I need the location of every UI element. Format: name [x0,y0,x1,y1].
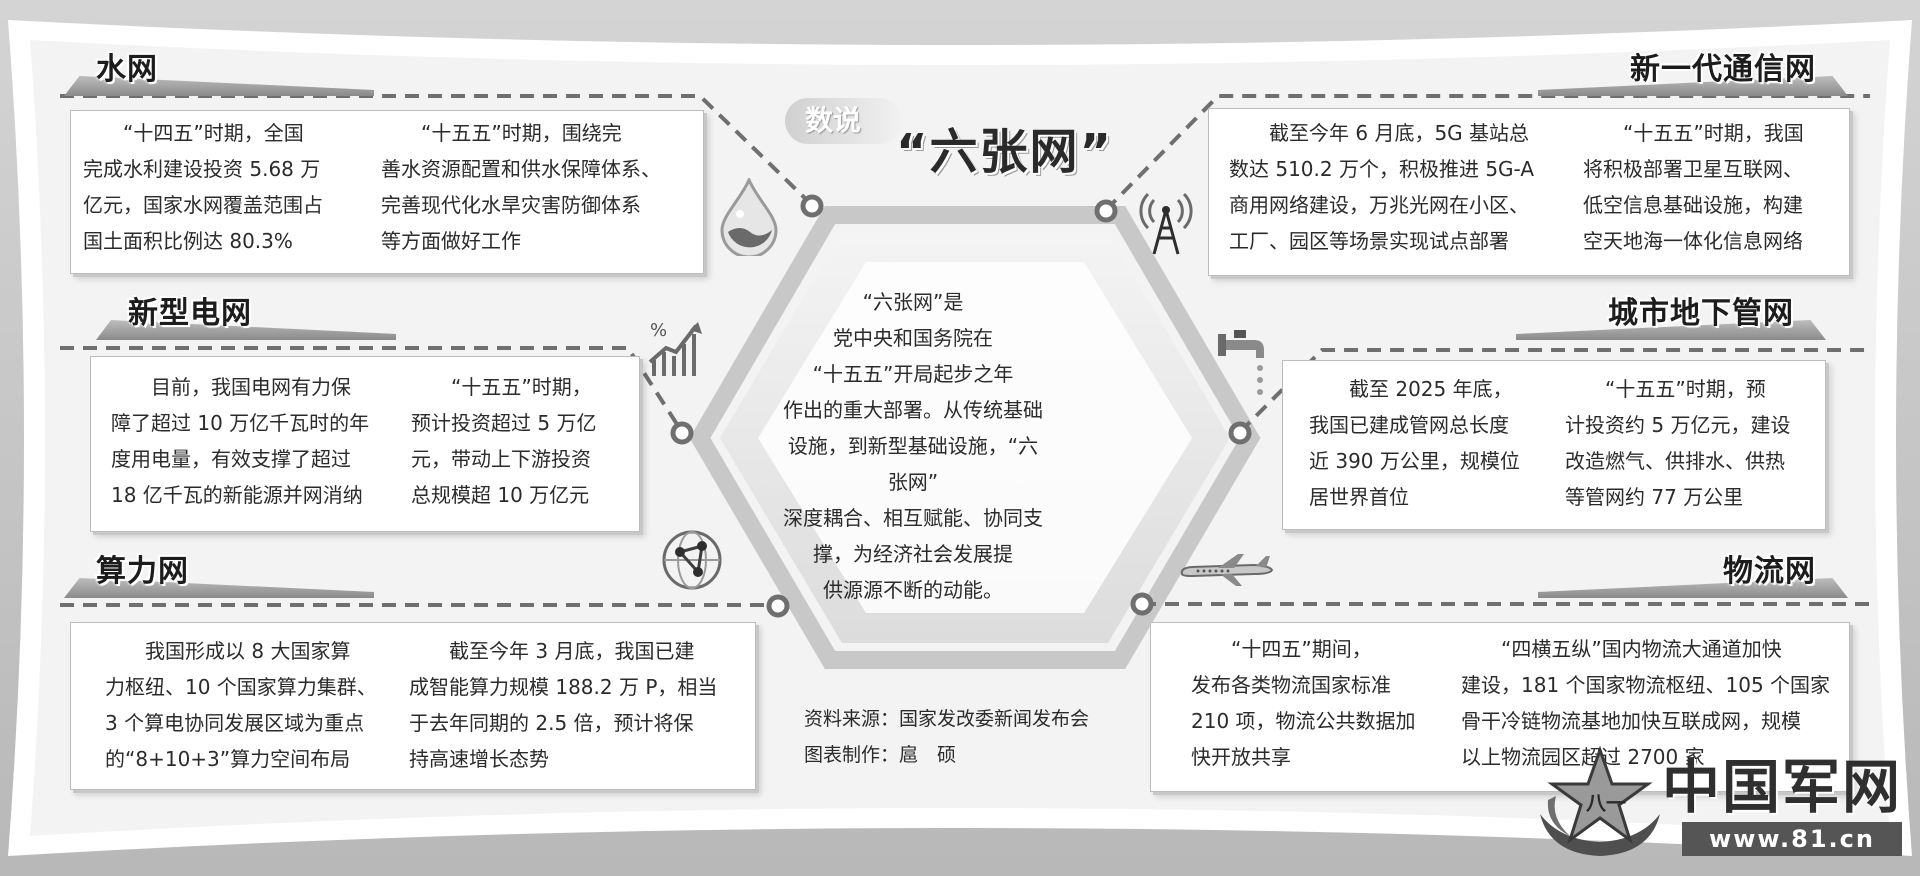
compute-right-text: 截至今年 3 月底，我国已建成智能算力规模 188.2 万 P，相当 于去年同期… [409,639,718,771]
ribbon-compute: 算力网 [64,546,374,598]
title-prefix: 数说 [785,98,903,144]
site-logo-icon: 八一 [1540,745,1660,856]
pipes-left-text: 截至 2025 年底，我国已建成管网总长度 近 390 万公里，规模位居世界首位 [1309,377,1520,509]
panel-water: “十四五”时期，全国完成水利建设投资 5.68 万 亿元，国家水网覆盖范围占国土… [70,110,704,274]
heading-logistics: 物流网 [1723,554,1816,589]
telecom-left-text: 截至今年 6 月底，5G 基站总数达 510.2 万个，积极推进 5G-A 商用… [1229,121,1535,253]
watermark-url: www.81.cn [1682,822,1902,856]
heading-grid: 新型电网 [128,296,252,331]
svg-text:%: % [650,320,667,341]
credit-line: 图表制作：扈 硕 [804,744,957,766]
airplane-icon [1180,554,1274,586]
ribbon-water: 水网 [64,44,374,96]
heading-telecom: 新一代通信网 [1630,52,1816,87]
logistics-left-text: “十四五”期间，发布各类物流国家标准 210 项，物流公共数据加快开放共享 [1191,637,1416,769]
source-line: 资料来源：国家发改委新闻发布会 [804,708,1090,730]
grid-right-text: “十五五”时期，预计投资超过 5 万亿 元，带动上下游投资总规模超 10 万亿元 [411,375,597,507]
heading-pipes: 城市地下管网 [1608,296,1794,331]
ribbon-pipes: 城市地下管网 [1516,288,1826,340]
panel-pipes: 截至 2025 年底，我国已建成管网总长度 近 390 万公里，规模位居世界首位… [1282,360,1826,530]
water-drop-icon [720,178,778,256]
panel-compute: 我国形成以 8 大国家算力枢纽、10 个国家算力集群、 3 个算电协同发展区域为… [70,622,756,790]
source-credit: 资料来源：国家发改委新闻发布会 图表制作：扈 硕 [804,701,1089,773]
network-globe-icon [662,530,722,590]
growth-chart-icon: % [648,320,702,376]
panel-telecom: 截至今年 6 月底，5G 基站总数达 510.2 万个，积极推进 5G-A 商用… [1208,108,1850,276]
water-tap-icon [1218,330,1264,395]
ribbon-telecom: 新一代通信网 [1538,44,1848,96]
compute-left-text: 我国形成以 8 大国家算力枢纽、10 个国家算力集群、 3 个算电协同发展区域为… [105,639,377,771]
svg-text:八一: 八一 [1586,791,1626,815]
ribbon-logistics: 物流网 [1538,546,1848,598]
logistics-right-text: “四横五纵”国内物流大通道加快建设，181 个国家物流枢纽、105 个国家 骨干… [1461,637,1831,769]
heading-water: 水网 [96,52,158,87]
telecom-right-text: “十五五”时期，我国将积极部署卫星互联网、 低空信息基础设施，构建空天地海一体化… [1583,121,1804,253]
water-right-text: “十五五”时期，围绕完善水资源配置和供水保障体系、 完善现代化水旱灾害防御体系等… [381,121,661,253]
water-left-text: “十四五”时期，全国完成水利建设投资 5.68 万 亿元，国家水网覆盖范围占国土… [83,121,323,253]
heading-compute: 算力网 [96,554,189,589]
page-title: “六张网” [896,124,1114,180]
watermark: 八一 中国军网 www.81.cn [1512,740,1912,870]
signal-tower-icon [1139,192,1193,255]
center-description: “六张网”是党中央和国务院在 “十五五”开局起步之年作出的重大部署。从传统基础 … [783,290,1043,602]
ribbon-grid: 新型电网 [96,288,396,340]
watermark-text: 中国军网 [1662,753,1903,821]
panel-logistics: “十四五”期间，发布各类物流国家标准 210 项，物流公共数据加快开放共享 “四… [1150,622,1850,792]
pipes-right-text: “十五五”时期，预计投资约 5 万亿元，建设 改造燃气、供排水、供热等管网约 7… [1565,377,1791,509]
